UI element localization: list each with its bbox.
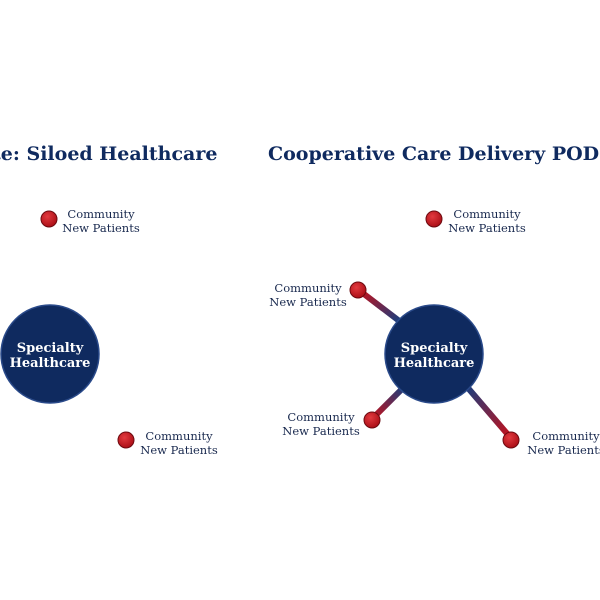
right-node-top-label-line2: New Patients: [448, 221, 526, 235]
left-node-2-label-line1: Community: [145, 429, 213, 443]
left-community-node-2: [117, 431, 135, 449]
left-hub-circle: [0, 304, 100, 404]
left-node-1-label-line2: New Patients: [62, 221, 140, 235]
left-community-node-1: [40, 210, 58, 228]
left-panel-title: te: Siloed Healthcare: [0, 143, 217, 165]
right-node-top-label-line1: Community: [453, 207, 521, 221]
left-hub-label-line1: Specialty: [17, 341, 84, 356]
left-panel: te: Siloed Healthcare Specialty Healthca…: [0, 143, 218, 457]
right-node-upper-left-label-line2: New Patients: [269, 295, 347, 309]
right-community-node-upper-left: [349, 281, 367, 299]
right-community-node-top: [425, 210, 443, 228]
spoke-to-node-lower-left: [370, 385, 406, 421]
right-node-upper-left-label-line1: Community: [274, 281, 342, 295]
right-panel-title: Cooperative Care Delivery PODS: [268, 143, 600, 165]
spoke-to-node-lower-right: [465, 385, 513, 440]
right-community-node-lower-right: [502, 431, 520, 449]
left-node-2-label-line2: New Patients: [140, 443, 218, 457]
right-node-lower-left-label-line2: New Patients: [282, 424, 360, 438]
right-node-lower-left-label-line1: Community: [287, 410, 355, 424]
right-community-node-lower-left: [363, 411, 381, 429]
right-hub-circle: [384, 304, 484, 404]
left-node-1-label-line1: Community: [67, 207, 135, 221]
right-panel: Cooperative Care Delivery PODS Specialty…: [268, 143, 600, 457]
left-hub-label-line2: Healthcare: [10, 356, 91, 371]
spoke-to-node-upper-left: [357, 288, 401, 323]
right-node-lower-right-label-line1: Community: [532, 429, 600, 443]
right-node-lower-right-label-line2: New Patients: [527, 443, 600, 457]
right-hub-label-line1: Specialty: [401, 341, 468, 356]
right-hub-label-line2: Healthcare: [394, 356, 475, 371]
